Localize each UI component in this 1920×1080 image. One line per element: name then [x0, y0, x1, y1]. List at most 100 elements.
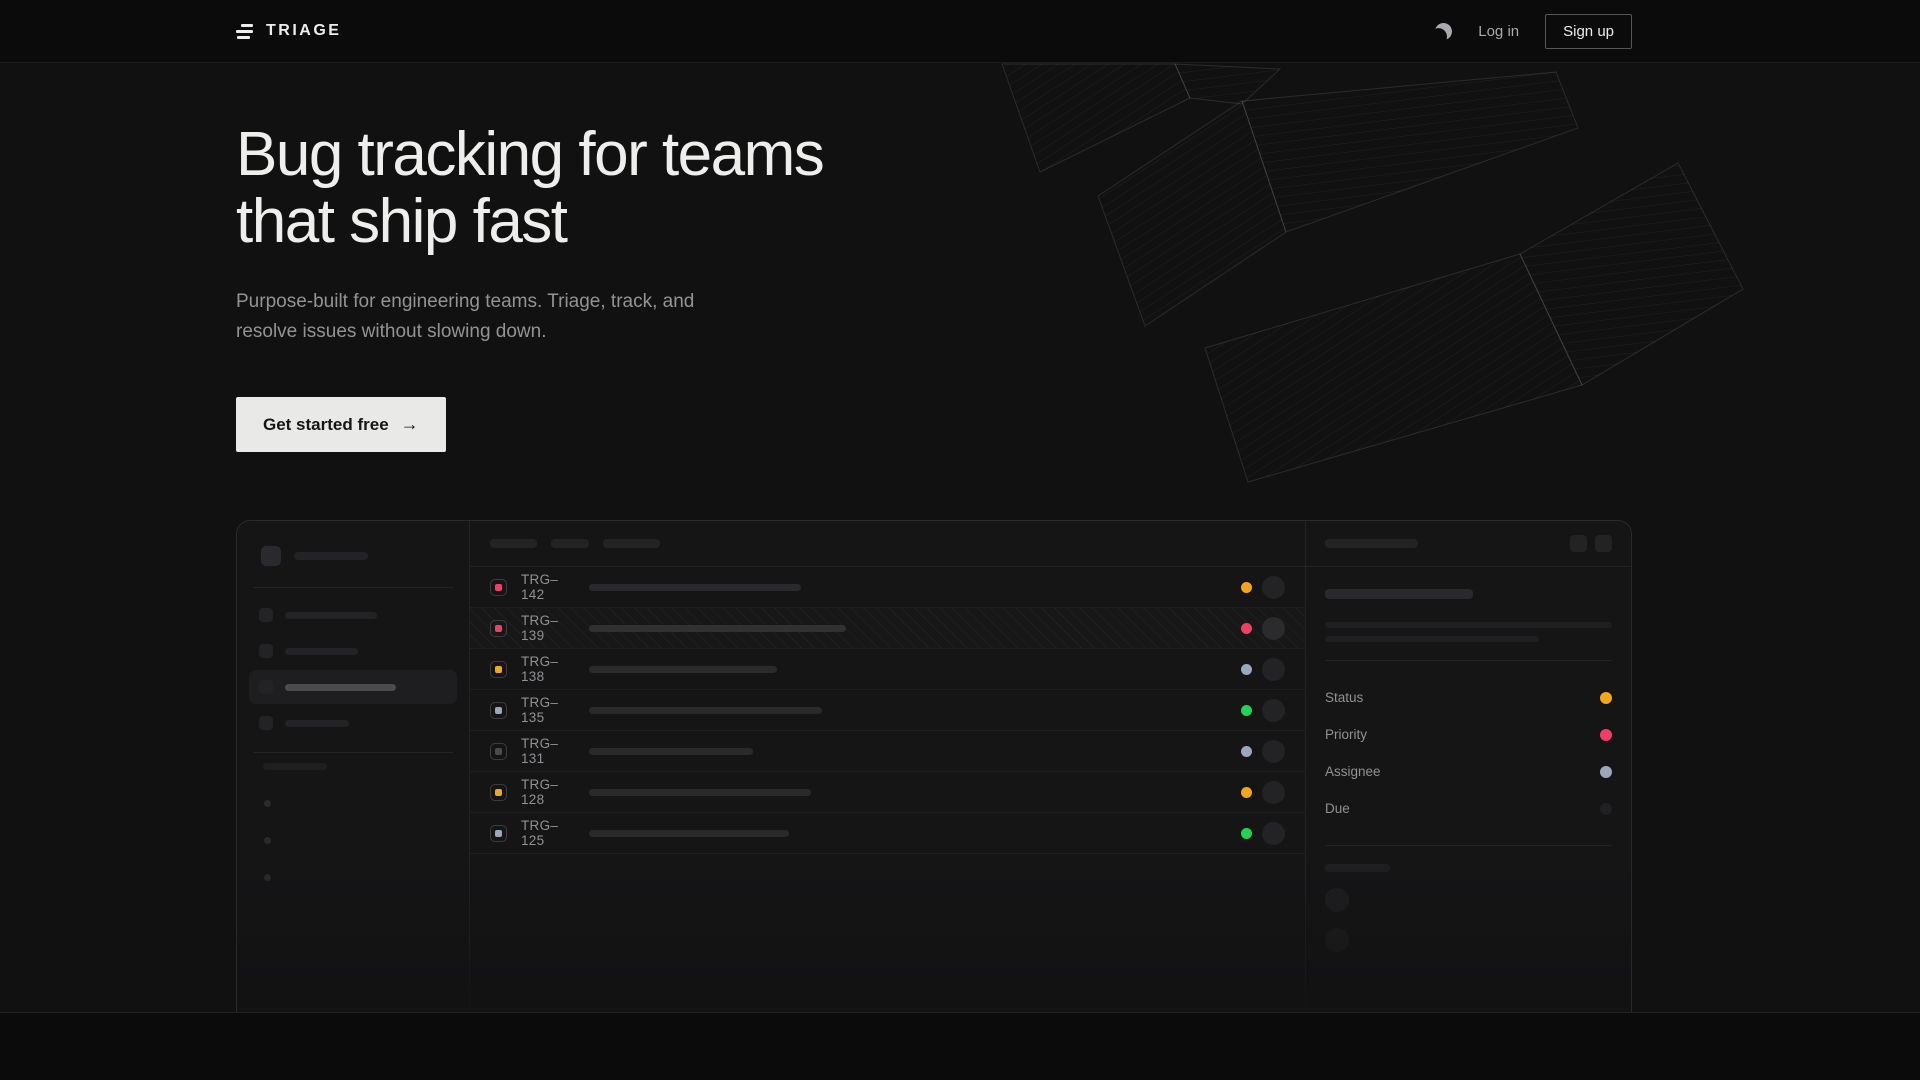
assignee-avatar [1262, 657, 1285, 681]
subtitle-line-1: Purpose-built for engineering teams. Tri… [236, 291, 695, 312]
comment-avatar [1325, 888, 1349, 912]
status-dot [1241, 581, 1252, 593]
sidebar-item-icon [259, 716, 273, 730]
property-row: Priority [1325, 716, 1612, 753]
issue-checkbox-icon [490, 824, 507, 842]
assignee-avatar [1262, 698, 1285, 722]
sidebar-item-active [249, 670, 457, 704]
workspace-row [237, 537, 469, 575]
issue-row: TRG–142 [470, 567, 1305, 608]
skeleton-bar [1325, 864, 1390, 872]
assignee-avatar [1262, 739, 1285, 763]
assignee-avatar [1262, 616, 1285, 640]
property-value-dot [1600, 765, 1612, 778]
property-label: Due [1325, 801, 1350, 816]
issue-checkbox-icon [490, 660, 507, 678]
skeleton-bar [294, 552, 368, 560]
sidebar-divider [253, 587, 453, 588]
page-title: Bug tracking for teams that ship fast [236, 121, 1920, 255]
detail-header [1306, 521, 1631, 567]
issue-id: TRG–128 [521, 777, 559, 807]
moon-icon[interactable] [1434, 21, 1454, 41]
property-label: Priority [1325, 727, 1368, 742]
property-value-dot [1600, 728, 1612, 741]
sidebar-item [249, 706, 457, 740]
issue-title-skeleton [589, 583, 801, 591]
subtitle-line-2: resolve issues without slowing down. [236, 321, 547, 342]
issue-checkbox-icon [490, 619, 507, 637]
detail-divider [1325, 660, 1612, 661]
skeleton-bar [285, 611, 377, 619]
status-dot [1241, 704, 1252, 716]
issue-title-skeleton [589, 747, 753, 755]
arrow-right-icon: → [400, 414, 419, 434]
property-row: Status [1325, 679, 1612, 716]
issue-row: TRG–135 [470, 690, 1305, 731]
issue-id: TRG–138 [521, 654, 559, 684]
issue-id: TRG–135 [521, 695, 559, 725]
skeleton-bar [263, 763, 327, 770]
issue-checkbox-icon [490, 783, 507, 801]
detail-action-icon [1595, 535, 1612, 552]
property-row: Assignee [1325, 753, 1612, 790]
brand-logo: TRIAGE [236, 22, 341, 40]
assignee-avatar [1262, 780, 1285, 804]
sidebar-dot [264, 800, 271, 807]
status-dot [1241, 663, 1252, 675]
detail-title-skeleton [1325, 589, 1473, 599]
sidebar-item-icon [259, 608, 273, 622]
issue-id: TRG–139 [521, 613, 559, 643]
issue-id: TRG–131 [521, 736, 559, 766]
issue-checkbox-icon [490, 701, 507, 719]
status-dot [1241, 745, 1252, 757]
detail-action-icon [1570, 535, 1587, 552]
assignee-avatar [1262, 821, 1285, 845]
issue-title-skeleton [589, 706, 822, 714]
hero-subtitle: Purpose-built for engineering teams. Tri… [236, 287, 1920, 347]
sidebar-item [249, 598, 457, 632]
property-label: Assignee [1325, 764, 1381, 779]
skeleton-bar [285, 719, 349, 727]
status-dot [1241, 786, 1252, 798]
issue-title-skeleton [589, 624, 846, 632]
detail-text-skeleton [1325, 636, 1539, 642]
issue-id: TRG–125 [521, 818, 559, 848]
sidebar-divider [253, 752, 453, 753]
skeleton-bar [1325, 539, 1418, 548]
hero-copy: Bug tracking for teams that ship fast Pu… [0, 63, 1920, 452]
issue-row: TRG–125 [470, 813, 1305, 854]
issue-detail-panel: Status Priority Assignee Due [1306, 521, 1631, 1012]
sidebar-item-icon [259, 680, 273, 694]
workspace-avatar [261, 546, 281, 566]
issue-row: TRG–131 [470, 731, 1305, 772]
detail-text-skeleton [1325, 622, 1612, 628]
issue-checkbox-icon [490, 742, 507, 760]
sidebar-dot [264, 837, 271, 844]
issue-list-header [470, 521, 1305, 567]
detail-body: Status Priority Assignee Due [1306, 567, 1631, 952]
issue-row-selected: TRG–139 [470, 608, 1305, 649]
nav-actions: Log in Sign up [1434, 13, 1632, 49]
issue-checkbox-icon [490, 578, 507, 596]
mockup-sidebar [237, 521, 470, 1012]
property-label: Status [1325, 690, 1364, 705]
issue-row: TRG–138 [470, 649, 1305, 690]
skeleton-bar [490, 539, 537, 548]
title-line-2: that ship fast [236, 187, 568, 256]
property-value-dot [1600, 691, 1612, 704]
signup-button[interactable]: Sign up [1545, 13, 1632, 49]
skeleton-bar [603, 539, 660, 548]
skeleton-bar [285, 683, 396, 691]
top-nav: TRIAGE Log in Sign up [0, 0, 1920, 63]
login-link[interactable]: Log in [1478, 22, 1520, 40]
comment-avatar [1325, 928, 1349, 952]
detail-divider [1325, 845, 1612, 846]
skeleton-bar [551, 539, 589, 548]
sidebar-item [249, 634, 457, 668]
app-mockup-panel: TRG–142 TRG–139 TRG–138 [236, 520, 1632, 1012]
sidebar-dot [264, 874, 271, 881]
get-started-button[interactable]: Get started free → [236, 397, 446, 452]
hero-section: Bug tracking for teams that ship fast Pu… [0, 63, 1920, 1013]
issue-row: TRG–128 [470, 772, 1305, 813]
